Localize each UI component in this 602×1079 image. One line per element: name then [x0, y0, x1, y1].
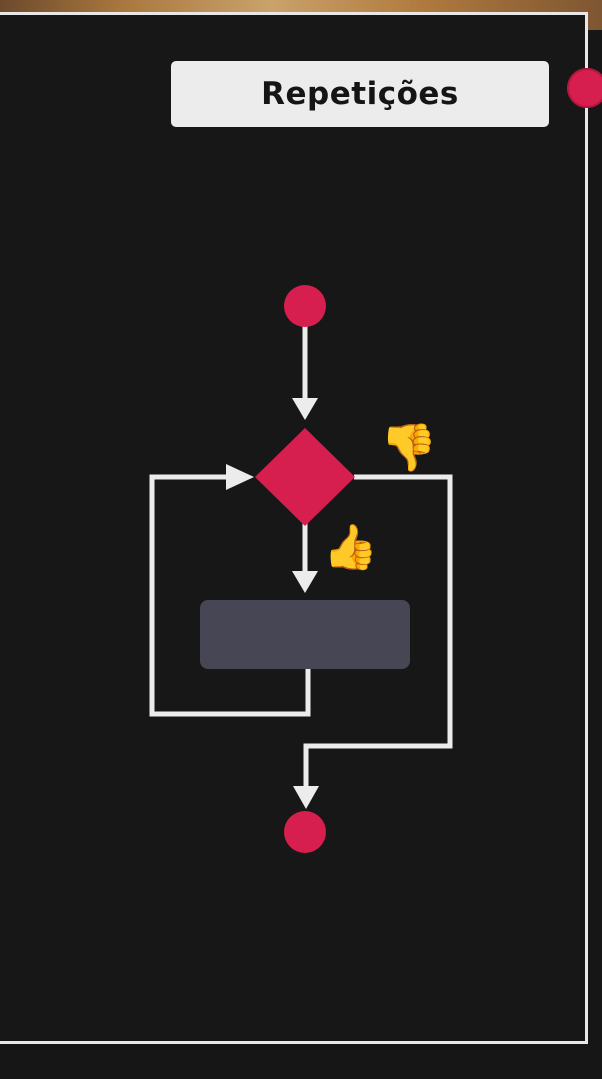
arrowhead-to-condition	[292, 398, 318, 420]
title-box: Repetições	[171, 61, 549, 127]
thumbs-down-icon: 👎	[380, 420, 437, 474]
start-node	[284, 285, 326, 327]
record-dot-icon	[567, 68, 602, 108]
arrowhead-loop-back	[226, 464, 254, 490]
thumbs-up-icon: 👍	[323, 522, 378, 573]
edge-condition-to-end	[303, 474, 453, 790]
condition-node	[255, 428, 355, 526]
end-node	[284, 811, 326, 853]
edge-loop-back	[149, 474, 311, 717]
loop-body-node	[200, 600, 410, 669]
page-title: Repetições	[261, 76, 459, 112]
arrowhead-to-end	[293, 786, 319, 809]
arrowhead-to-body	[292, 571, 318, 593]
frame-border	[0, 12, 588, 1044]
